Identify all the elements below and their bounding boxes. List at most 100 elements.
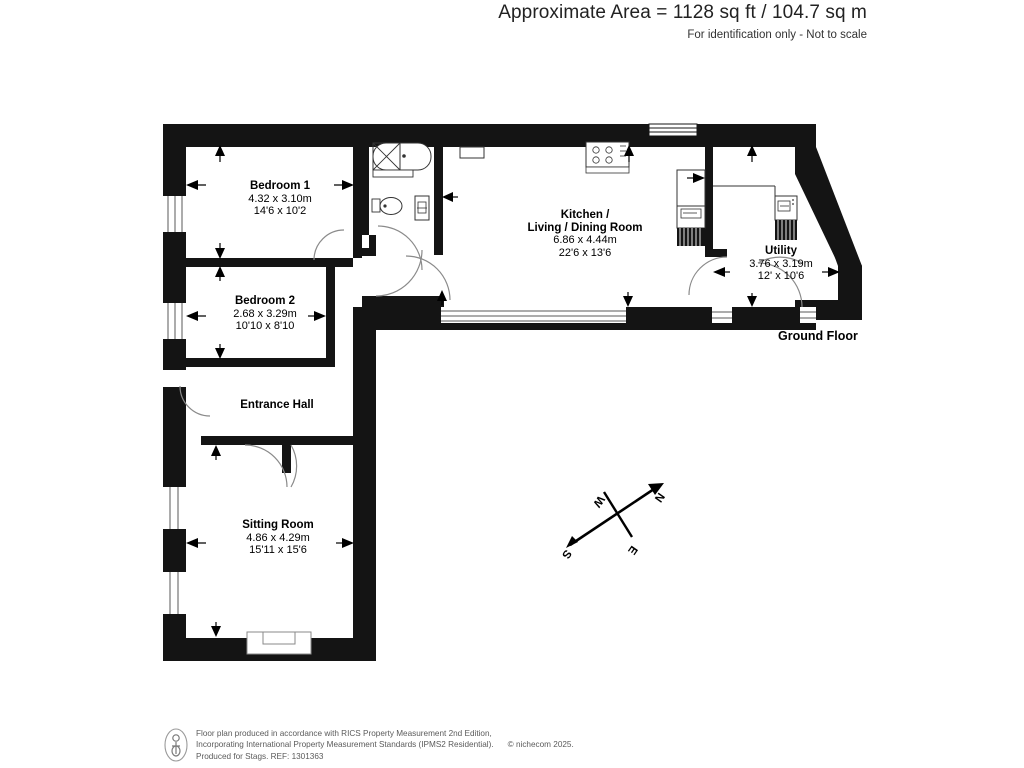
logo-base: [171, 745, 181, 757]
footer-copyright: © nichecom 2025.: [507, 740, 574, 750]
door-swing-bathroom: [377, 225, 423, 271]
hob-burner-2: [605, 146, 613, 154]
wall-bathroom-east: [434, 147, 443, 255]
kitchen-unit-upper: [676, 169, 706, 207]
arrow-utility-left: [713, 267, 730, 277]
toilet-cistern: [371, 198, 381, 213]
arrow-bedroom2-right: [308, 311, 326, 321]
room-name-kitchen-line1: Kitchen /: [560, 209, 610, 221]
arrow-sitting-right: [336, 538, 354, 548]
arrow-bathroom-right: [442, 192, 458, 202]
room-label-bedroom-1: Bedroom 1 4.32 x 3.10m 14'6 x 10'2: [230, 180, 330, 218]
compass-rose: N E S W: [559, 483, 666, 561]
appliance-vents: [679, 228, 701, 246]
oven-door: [680, 208, 702, 219]
footer-line-1: Floor plan produced in accordance with R…: [196, 729, 492, 738]
wall-hall-kitchen: [362, 296, 444, 307]
compass-north-arrow: [648, 483, 664, 495]
room-imperial-kitchen: 22'6 x 13'6: [558, 246, 612, 259]
arrow-bedroom1-right: [334, 180, 354, 190]
arrow-utility-up: [747, 145, 757, 162]
room-metric-bedroom-1: 4.32 x 3.10m: [248, 192, 312, 205]
room-name-entrance-hall: Entrance Hall: [240, 399, 314, 411]
toilet-icon: [371, 197, 403, 215]
arrow-sitting-down: [211, 622, 221, 637]
kitchen-top-unit-icon: [459, 146, 485, 159]
hob-counter: [585, 166, 630, 174]
arrow-utility-down: [747, 293, 757, 307]
top-wall-notch-outline: [648, 123, 698, 137]
window-sitting-room-left-upper: [163, 487, 186, 529]
bathtub-drain: [402, 154, 406, 158]
wall-hall-sitting-left: [201, 436, 297, 445]
arrow-bedroom1-down: [215, 243, 225, 259]
hob-icon: [585, 141, 630, 174]
utility-knob-1: [792, 199, 794, 201]
door-entrance-hall-opening: [163, 370, 186, 387]
room-imperial-utility: 12' x 10'6: [757, 270, 805, 283]
fixtures-group: [371, 141, 798, 246]
arrow-bedroom1-left: [186, 180, 206, 190]
arrow-sitting-up: [211, 445, 221, 460]
room-metric-bedroom-2: 2.68 x 3.29m: [233, 307, 297, 320]
wall-bathroom-pier: [369, 235, 376, 256]
compass-label-west: W: [590, 493, 606, 509]
logo-head: [172, 734, 180, 742]
room-label-sitting-room: Sitting Room 4.86 x 4.29m 15'11 x 15'6: [226, 519, 330, 557]
appliance-dark: [677, 228, 705, 246]
hob-burner-3: [592, 156, 600, 164]
wall-utility-west-stub: [705, 249, 727, 257]
bathtub-ledge: [372, 169, 414, 178]
utility-chamfer-wall: [795, 147, 862, 266]
room-metric-utility: 3.76 x 3.19m: [749, 257, 813, 270]
kitchen-units-icon: [676, 169, 706, 246]
walls-group: [163, 123, 862, 661]
room-name-bedroom-2: Bedroom 2: [234, 295, 296, 307]
hob-burner-1: [592, 146, 600, 154]
header: Approximate Area = 1128 sq ft / 104.7 sq…: [0, 0, 1024, 41]
door-swings-group: [179, 225, 803, 488]
arrow-kitchen-down: [623, 292, 633, 307]
arrow-bedroom2-down: [215, 344, 225, 359]
wall-sitting-door-jamb: [282, 436, 291, 473]
room-label-kitchen: Kitchen / Living / Dining Room 6.86 x 4.…: [515, 209, 655, 259]
left-wall-windows: [163, 196, 186, 614]
utility-appliance-vents: [777, 220, 795, 240]
wall-bedroom2-south: [186, 358, 335, 367]
dimension-arrows-group: [186, 145, 840, 637]
arrow-kitchen-up: [624, 145, 634, 162]
room-metric-kitchen: 6.86 x 4.44m: [553, 234, 617, 247]
wall-hall-east: [362, 296, 373, 421]
hob-burner-4: [605, 156, 613, 164]
footer-line-2-wrap: Incorporating International Property Mea…: [196, 739, 574, 750]
compass-ns-line: [569, 485, 658, 547]
arrow-kitchen-right: [687, 173, 705, 183]
room-metric-sitting-room: 4.86 x 4.29m: [246, 531, 310, 544]
arrow-utility-right: [822, 267, 840, 277]
floor-title: Ground Floor: [778, 329, 858, 343]
wall-bedroom2-east: [326, 267, 335, 367]
utility-knob-2: [792, 203, 794, 205]
arrow-bedroom2-up: [215, 266, 225, 281]
door-swing-hall-kitchen: [405, 255, 451, 301]
kitchen-bifold-window: [441, 307, 626, 323]
approximate-area-text: Approximate Area = 1128 sq ft / 104.7 sq…: [498, 2, 867, 23]
utility-door-gap-right: [800, 307, 816, 323]
arrow-sitting-left: [186, 538, 206, 548]
sitting-room-bay-window: [246, 631, 312, 655]
room-imperial-bedroom-1: 14'6 x 10'2: [253, 205, 307, 218]
room-name-kitchen-line2: Living / Dining Room: [527, 221, 643, 234]
window-sitting-room-left-lower: [163, 572, 186, 614]
utility-appliance-icon: [713, 185, 798, 240]
door-swing-utility-rear2: [757, 262, 803, 308]
wall-bedroom1-bedroom2: [186, 258, 353, 267]
logo-outline: [164, 728, 188, 762]
arrow-bedroom1-up: [215, 145, 225, 162]
toilet-mark: [383, 204, 387, 208]
compass-ew-line: [602, 491, 634, 538]
arrow-bedroom2-left: [186, 311, 206, 321]
bathtub-icon: [372, 142, 432, 178]
door-swing-sitting-room: [244, 444, 288, 488]
door-swing-sitting-room-a: [290, 444, 298, 488]
bathtub-body: [372, 142, 432, 171]
